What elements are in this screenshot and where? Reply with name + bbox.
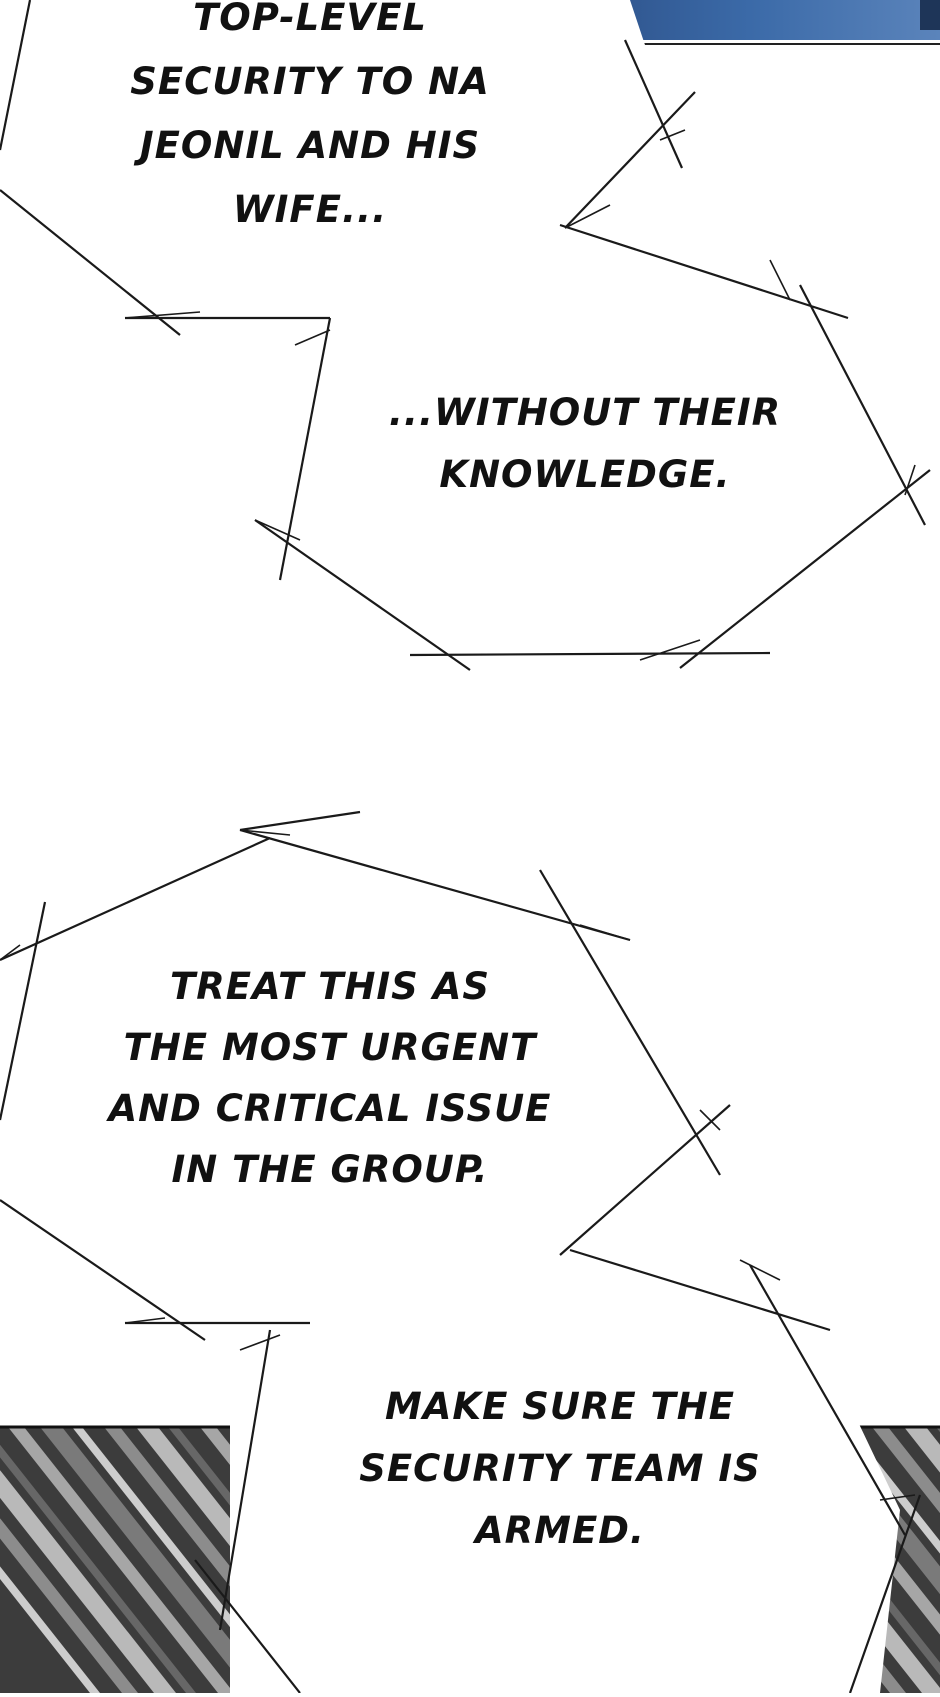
- speed-line: [0, 1444, 196, 1693]
- speed-line: [0, 1566, 100, 1693]
- caption-text-top: TOP-LEVEL SECURITY TO NA JEONIL AND HIS …: [130, 0, 490, 231]
- caption-text-without-knowledge: ...WITHOUT THEIR KNOWLEDGE.: [388, 391, 782, 496]
- caption-bubble-1: [0, 0, 931, 671]
- speed-line: [904, 1427, 940, 1473]
- speed-line: [0, 1518, 138, 1693]
- speed-line: [872, 1427, 940, 1514]
- caption-bubble-2: [0, 810, 922, 1694]
- speed-line: [40, 1427, 272, 1693]
- speed-line: [0, 1470, 176, 1693]
- caption-text-security-armed: MAKE SURE THE SECURITY TEAM IS ARMED.: [359, 1385, 761, 1552]
- caption-text-urgent-issue: TREAT THIS AS THE MOST URGENT AND CRITIC…: [108, 965, 552, 1191]
- speed-line: [8, 1427, 234, 1693]
